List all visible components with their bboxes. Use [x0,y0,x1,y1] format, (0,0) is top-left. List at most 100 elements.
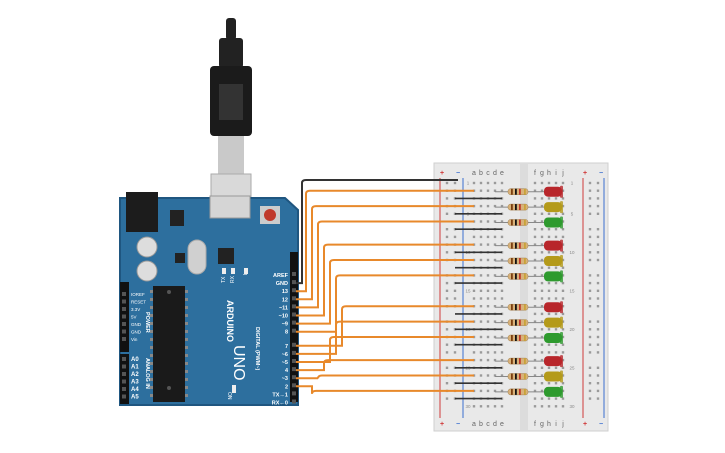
resistor[interactable] [495,242,542,249]
led-green[interactable] [542,332,563,344]
analog-pin-label: A5 [131,395,139,401]
digital-pin-label: 8 [285,330,288,336]
led-yellow[interactable] [542,201,563,214]
led-yellow[interactable] [542,316,563,329]
bb-rail-label: − [599,421,603,428]
wire-digital[interactable] [296,336,474,363]
bb-row-label: 15 [569,288,575,293]
resistor[interactable] [495,203,542,211]
power-pin-label: GND [131,330,142,335]
digital-pin-label: ~6 [282,352,288,358]
led-yellow[interactable] [542,255,563,267]
resistor[interactable] [495,357,542,365]
analog-header[interactable] [120,354,129,404]
wire-gnd[interactable] [296,179,458,285]
digital-pin-label: ~11 [279,305,288,311]
wire-digital[interactable] [296,259,474,325]
power-pin-label: 3.3V [131,307,140,312]
resistor[interactable] [495,373,542,380]
digital-pin-label: 12 [282,297,288,303]
resistor[interactable] [495,334,542,342]
bb-row-label: 30 [465,404,471,409]
capacitor [136,260,158,282]
digital-header[interactable] [290,252,298,402]
resistor[interactable] [495,273,542,280]
analog-label: ANALOG IN [144,358,150,389]
bb-column-label: b [479,170,483,177]
analog-pin-label: A3 [131,380,139,386]
bb-row-label: 1 [571,181,574,186]
led-green[interactable] [542,270,563,283]
resistor[interactable] [495,257,542,265]
rx-led-label: RX [230,275,236,283]
bb-rail-label: + [583,421,587,428]
resistor[interactable] [495,303,542,311]
bb-row-label: 30 [569,404,575,409]
power-label: POWER [144,312,150,333]
led-red[interactable] [542,301,563,314]
analog-pin-label: A1 [131,365,139,371]
led-green[interactable] [542,216,563,229]
bb-rail-label: − [456,170,460,177]
wire-digital[interactable] [296,243,474,317]
bb-row-label: 25 [569,365,575,370]
bb-column-label: e [500,170,504,177]
wire-digital[interactable] [296,374,474,380]
bb-row-label: 1 [467,181,470,186]
usb-port [209,195,251,219]
digital-pin-label: 2 [285,384,288,390]
led-yellow[interactable] [542,370,563,383]
resistor[interactable] [495,188,542,195]
power-jack [126,192,158,232]
digital-pin-label: GND [276,281,288,287]
bb-rail-label: + [583,170,587,177]
wire-digital[interactable] [296,274,474,333]
capacitor [136,236,158,258]
bb-column-label: f [534,421,536,428]
wire-digital[interactable] [296,305,474,347]
bb-rail-label: + [440,421,444,428]
board-model: UNO [230,345,247,381]
bb-rail-label: + [440,170,444,177]
wire-digital[interactable] [296,189,474,293]
bb-column-label: i [555,170,557,177]
board-brand: ARDUINO [225,300,235,342]
led-green[interactable] [542,385,563,398]
bb-column-label: b [479,421,483,428]
bb-column-label: a [472,170,476,177]
wire-digital[interactable] [296,359,474,372]
bb-column-label: c [486,421,490,428]
led-red[interactable] [542,239,563,252]
resistor[interactable] [495,219,542,226]
wire-digital[interactable] [296,320,474,355]
tx-led-label: TX [221,276,227,283]
bb-column-label: h [547,170,551,177]
microcontroller-chip [153,286,185,402]
bb-column-label: i [555,421,557,428]
usb-cable[interactable] [210,18,252,219]
usb-chip [218,248,234,264]
resistor[interactable] [495,319,542,326]
bb-row-label: 5 [571,211,574,216]
led-red[interactable] [542,355,563,368]
bb-column-label: j [561,170,564,177]
digital-pin-label: 4 [285,368,289,374]
bb-row-label: 20 [569,327,575,332]
wire-digital[interactable] [296,220,474,309]
led-red[interactable] [542,185,563,198]
digital-label: DIGITAL (PWM~) [254,327,260,371]
bb-column-label: g [540,421,544,428]
analog-pin-label: A4 [131,387,139,393]
power-pin-label: RESET [131,300,146,305]
power-pin-label: IOREF [131,292,145,297]
bb-column-label: a [472,421,476,428]
wire-digital[interactable] [296,205,474,301]
wire-digital[interactable] [296,385,474,394]
analog-pin-label: A0 [131,357,139,363]
resistor[interactable] [495,388,542,396]
bb-column-label: e [500,421,504,428]
digital-pin-label: RX←0 [272,401,288,407]
digital-pin-label: 7 [285,344,288,350]
